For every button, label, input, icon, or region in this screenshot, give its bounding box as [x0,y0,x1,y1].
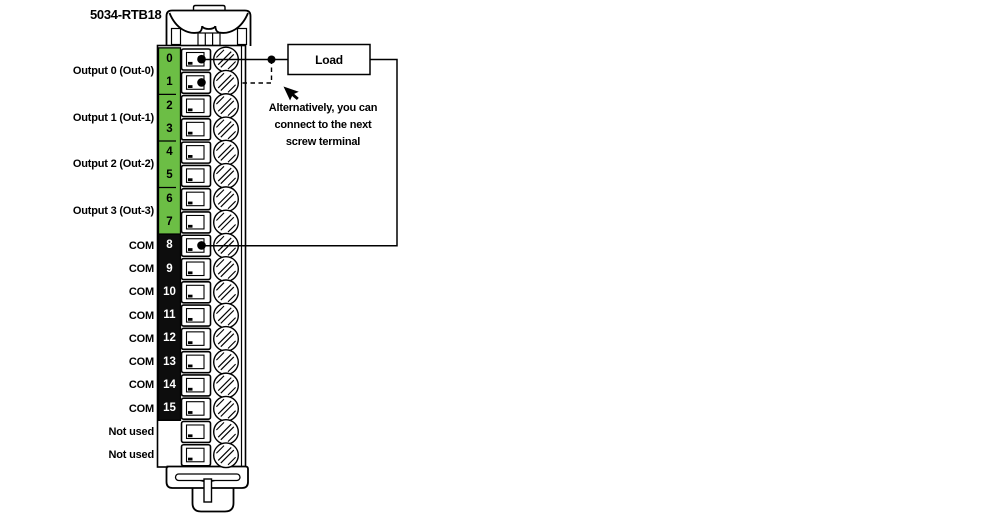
clamp-mark [188,341,193,345]
clamp-mark [188,294,193,298]
terminal-row [180,418,239,445]
clamp-mark [188,434,193,438]
load-label: Load [315,52,343,67]
terminal-row [180,372,239,399]
terminal-number: 10 [163,285,176,298]
wiring [201,55,398,247]
terminal-row [180,186,239,213]
screw-icon [212,162,239,189]
clamp-mark [188,387,193,391]
clamp-mark [188,271,193,275]
terminal-row [180,162,239,189]
terminal-label: COM [128,332,154,345]
screw-icon [212,372,239,399]
screw-icon [212,279,239,306]
output-pair-separators [158,93,176,189]
annotation-line: screw terminal [285,136,361,148]
wire-load-to-com8 [201,58,398,247]
terminal-number: 7 [166,215,173,228]
terminal-row [180,325,239,352]
screw-icon [212,116,239,143]
clamp-mark [188,224,193,228]
clamp-mark [188,85,193,88]
screw-icon [212,395,239,422]
screw-icon [212,302,239,329]
terminal-label: COM [128,402,154,415]
annotation-line: connect to the next [274,119,372,131]
clamp-mark [188,248,193,251]
screw-icon [212,93,239,120]
screw-icon [212,349,239,376]
module-bottom-housing [165,465,249,513]
clamp-mark [188,411,193,414]
screw-icon [212,418,239,445]
screw-icon [212,256,239,283]
terminal-strip-com [157,233,182,421]
cursor-arrow-icon [283,86,299,101]
terminal-row [180,302,239,329]
clamp-mark [188,61,193,65]
terminal-row [180,139,239,166]
load-box [287,43,371,76]
terminal-label: Output 2 (Out-2) [72,158,154,171]
screw-icon [212,209,239,236]
clamp-mark [188,178,193,182]
terminal-label: Not used [108,449,155,462]
terminal-label: COM [128,309,154,322]
module-top-latch [165,4,252,47]
terminal-number: 12 [163,332,176,345]
terminal-row [180,116,239,143]
screw-icon [212,139,239,166]
terminal-row [180,395,239,422]
terminal-number: 13 [163,355,176,368]
terminal-label: Output 3 (Out-3) [72,204,154,217]
terminal-number: 14 [163,378,176,391]
junction-dot [267,55,276,64]
terminal-label: COM [128,356,154,369]
terminal-row [180,69,239,96]
terminal-number: 3 [166,122,173,135]
clamp-mark [188,317,193,321]
annotation-line: Alternatively, you can [268,102,378,114]
terminal-number: 2 [166,99,173,112]
screw-icon [212,442,239,469]
terminal-number: 9 [166,262,173,275]
wire-dot [197,78,206,87]
screw-icon [212,325,239,352]
clamp-mark [188,108,193,112]
screw-icon [212,69,239,96]
terminal-number: 1 [166,76,173,89]
terminal-number: 8 [166,239,173,252]
terminal-row [180,209,239,236]
terminal-label: COM [128,286,154,299]
clamp-mark [188,131,193,135]
terminal-row [180,279,239,306]
terminal-label: COM [128,379,154,392]
annotation-text: Alternatively, you can connect to the nex… [247,100,399,151]
page-title: 5034-RTB18 [90,7,162,22]
terminal-row [180,349,239,376]
clamp-mark [188,201,193,205]
terminal-number: 5 [166,169,173,182]
screw-icon [212,186,239,213]
terminal-row [180,256,239,283]
terminal-number: 0 [166,53,173,65]
terminal-label: Output 0 (Out-0) [72,65,154,78]
terminal-label: COM [128,239,154,252]
terminal-label: Output 1 (Out-1) [72,111,154,124]
clamp-mark [188,364,193,368]
terminal-label: Not used [108,425,155,438]
clamp-mark [188,457,193,461]
terminal-row [180,442,239,469]
terminal-number: 4 [166,146,173,159]
terminal-number: 15 [163,402,176,415]
terminal-rows [180,46,239,469]
terminal-number: 11 [163,309,176,322]
clamp-mark [188,155,193,158]
terminal-number: 6 [166,192,173,205]
terminal-label: COM [128,263,154,276]
terminal-row [180,93,239,120]
